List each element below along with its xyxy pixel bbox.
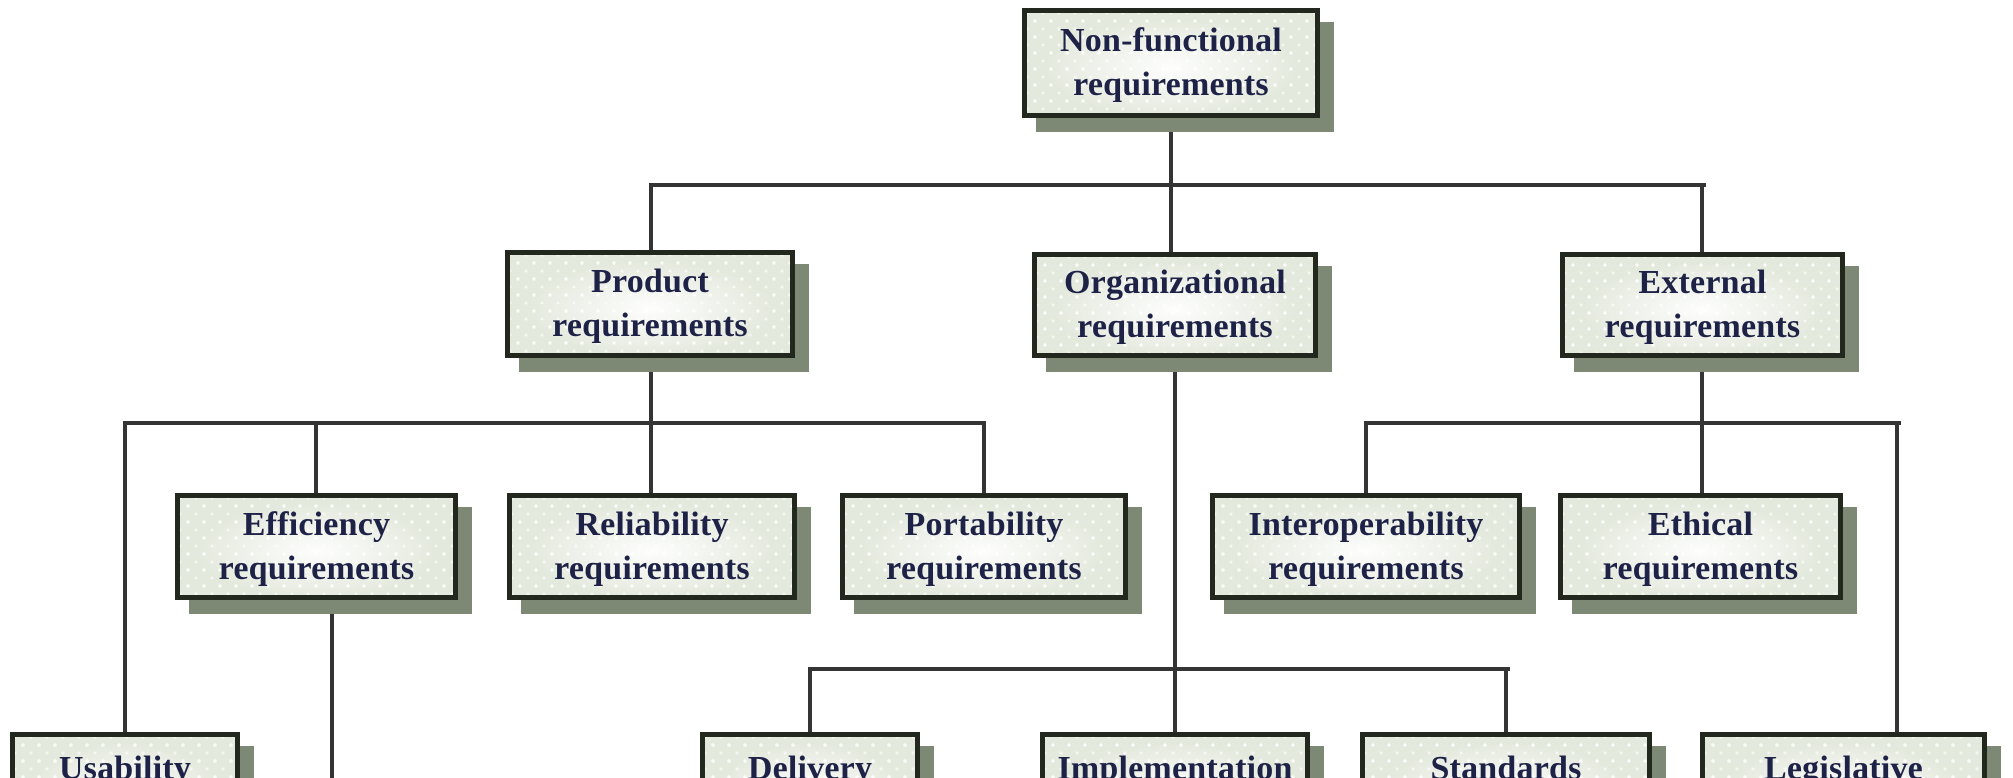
node-label-line1: Organizational [1064,264,1286,301]
node-label-line2: requirements [886,549,1082,587]
node-reliability-requirements: Reliability requirements [507,493,797,600]
node-nonfunctional-requirements: Non-functional requirements [1022,8,1320,118]
edge-organizational-bus [808,667,1510,671]
node-label-line2: requirements [1077,308,1273,345]
node-label-line1: Non-functional [1060,22,1282,59]
node-label-line1: Legislative [1764,750,1923,778]
edge-efficiency-descender [330,598,334,778]
node-label-line2: requirements [1073,66,1269,103]
node-label-line1: Interoperability [1248,505,1484,543]
node-implementation: Implementation [1040,732,1310,778]
node-usability: Usability [10,732,240,778]
node-label-line2: requirements [1604,308,1801,345]
edge-bus-to-usability [123,421,127,734]
edge-bus-to-efficiency [314,421,318,495]
node-label-line1: Implementation [1057,750,1293,778]
edge-bus-to-interoperability [1364,421,1368,495]
node-legislative: Legislative [1700,732,1987,778]
edge-level1-bus [649,183,1706,187]
node-label-line2: requirements [552,307,748,344]
edge-organizational-to-implementation [1173,358,1177,734]
edge-bus-to-standards [1504,667,1508,734]
edge-product-bus [123,421,986,425]
node-label-line1: External [1638,264,1767,301]
node-delivery: Delivery [700,732,920,778]
edge-bus-to-external [1700,183,1704,254]
node-interoperability-requirements: Interoperability requirements [1210,493,1522,600]
node-label-line2: requirements [1602,549,1799,587]
node-organizational-requirements: Organizational requirements [1032,252,1318,358]
edge-bus-to-portability [982,421,986,495]
node-label-line1: Delivery [747,750,873,778]
edge-external-bus [1364,421,1901,425]
node-label-line1: Usability [58,750,192,778]
node-ethical-requirements: Ethical requirements [1558,493,1843,600]
node-efficiency-requirements: Efficiency requirements [175,493,458,600]
node-label-line1: Reliability [575,505,729,543]
node-label-line1: Product [591,263,709,300]
node-label-line2: requirements [554,549,750,587]
edge-bus-to-legislative [1895,421,1899,734]
node-standards: Standards [1360,732,1652,778]
node-portability-requirements: Portability requirements [840,493,1128,600]
node-external-requirements: External requirements [1560,252,1845,358]
node-label-line1: Portability [904,505,1064,543]
node-label-line1: Efficiency [242,505,391,543]
edge-product-to-reliability [649,358,653,495]
node-product-requirements: Product requirements [505,250,795,358]
node-label-line2: requirements [218,549,415,587]
edge-bus-to-product [649,183,653,252]
node-label-line2: requirements [1268,549,1464,587]
node-label-line1: Standards [1430,750,1582,778]
node-label-line1: Ethical [1647,505,1754,543]
edge-bus-to-delivery [808,667,812,734]
edge-external-to-ethical [1700,358,1704,495]
